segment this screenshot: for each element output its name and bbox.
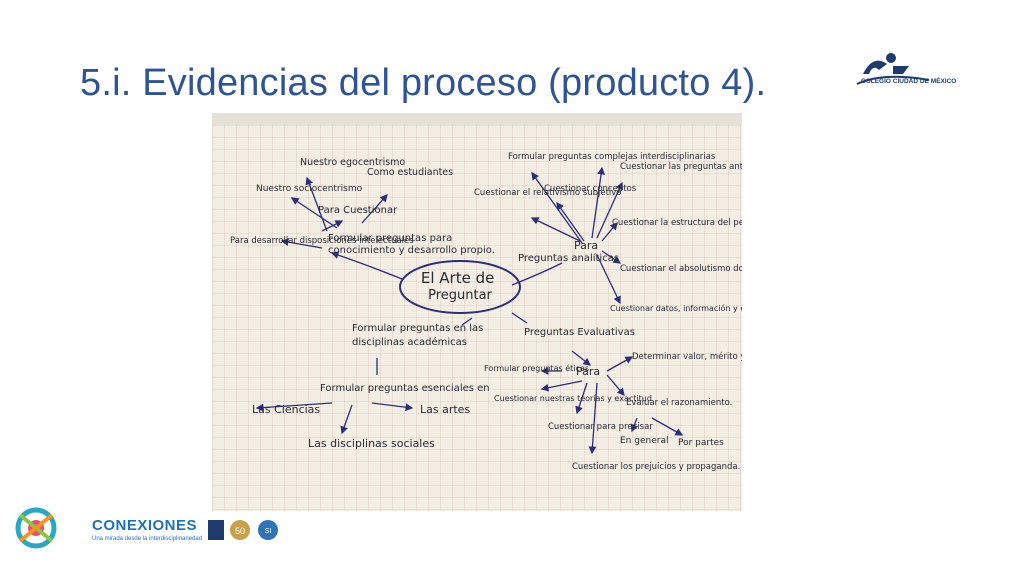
right-bottom-item-1: Formular preguntas éticas xyxy=(484,363,589,373)
left-top-item-1: Nuestro egocentrismo xyxy=(300,157,405,168)
center-node-label: El Arte de Preguntar xyxy=(421,269,499,303)
left-bottom-item-1: Las Ciencias xyxy=(252,403,320,416)
right-bottom-item-2: Determinar valor, mérito y valía xyxy=(632,351,742,362)
left-top-main-label-2: conocimiento y desarrollo propio. xyxy=(328,245,495,256)
right-bottom-item-7: Por partes xyxy=(678,438,724,448)
spiral-binding xyxy=(212,113,742,125)
school-logo: COLEGIO CIUDAD DE MÉXICO xyxy=(843,44,956,100)
right-top-item-6: Cuestionar el absolutismo dogmático. xyxy=(620,264,742,274)
left-top-item-3: Nuestro sociocentrismo xyxy=(256,184,363,194)
conexiones-logo: CONEXIONES Una mirada desde la interdisc… xyxy=(12,505,222,551)
notebook-photo: El Arte de Preguntar Formular preguntas … xyxy=(212,113,742,511)
right-bottom-main: Preguntas Evaluativas xyxy=(524,327,635,338)
right-top-item-2: Cuestionar las preguntas anteriores xyxy=(620,162,742,172)
right-bottom-item-4: Evaluar el razonamiento. xyxy=(626,398,732,408)
right-bottom-item-5: Cuestionar para precisar xyxy=(548,422,653,432)
right-bottom-item-3: Cuestionar nuestras teorías y exactitud xyxy=(494,394,652,403)
right-top-main: Preguntas analíticas xyxy=(518,252,619,264)
right-top-item-5: Cuestionar la estructura del pensar. xyxy=(612,218,742,228)
institution-logos: 50 SI xyxy=(206,516,282,544)
conexiones-emblem-icon xyxy=(15,507,57,549)
right-bottom-item-6: En general xyxy=(620,436,668,446)
institution-logos-icon: 50 SI xyxy=(208,520,278,540)
left-bottom-sub: Formular preguntas esenciales en xyxy=(320,383,490,394)
conexiones-tagline: Una mirada desde la interdisciplinarieda… xyxy=(92,536,203,542)
left-top-para: Para Cuestionar xyxy=(318,205,398,216)
right-top-para: Para xyxy=(574,239,598,252)
left-top-main-label: Formular preguntas para xyxy=(328,233,452,244)
slide-title: 5.i. Evidencias del proceso (producto 4)… xyxy=(80,62,767,104)
right-top-item-4: Cuestionar conceptos xyxy=(544,184,637,194)
left-bottom-item-3: Las disciplinas sociales xyxy=(308,437,435,450)
left-top-item-4: Para desarrollar disposiciones intelectu… xyxy=(230,236,414,246)
right-top-item-3: Cuestionar el relativismo subjetivo xyxy=(474,188,622,198)
left-bottom-item-2: Las artes xyxy=(420,403,470,416)
right-top-item-7: Cuestionar datos, información y experien… xyxy=(610,303,742,313)
fifty-label: 50 xyxy=(235,526,245,536)
conexiones-brand: CONEXIONES xyxy=(92,517,198,534)
right-top-item-1: Formular preguntas complejas interdiscip… xyxy=(508,152,716,162)
left-top-item-2: Como estudiantes xyxy=(367,167,453,178)
left-bottom-main: Formular preguntas en las xyxy=(352,323,483,334)
left-bottom-main-2: disciplinas académicas xyxy=(352,336,467,348)
right-bottom-item-8: Cuestionar los prejuicios y propaganda. xyxy=(572,462,740,472)
right-bottom-para: Para xyxy=(576,365,600,378)
mindmap-drawing: El Arte de Preguntar Formular preguntas … xyxy=(212,113,742,511)
school-emblem-icon xyxy=(851,50,935,94)
school-logo-text: COLEGIO CIUDAD DE MÉXICO xyxy=(861,78,957,85)
si-label: SI xyxy=(265,528,272,535)
